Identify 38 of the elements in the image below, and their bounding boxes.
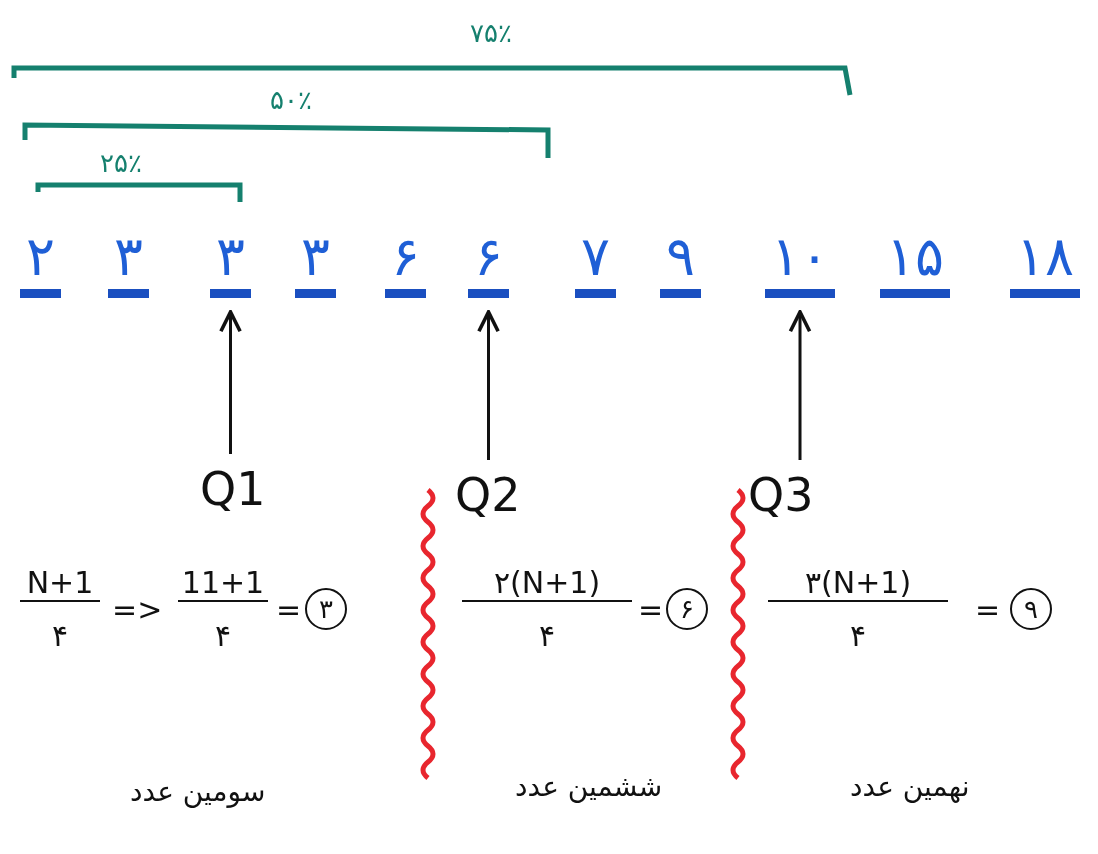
arrow <box>788 310 812 460</box>
data-value: ۶ <box>468 225 509 298</box>
equals-sign: = <box>638 592 664 627</box>
formula-numerator: ۳(N+1) <box>768 565 948 602</box>
equals-sign: = <box>975 592 1001 627</box>
formula-numerator: N+1 <box>20 565 100 602</box>
equals-sign: = <box>276 592 302 627</box>
percent-label: ۲۵٪ <box>100 148 143 178</box>
quartile-label: Q2 <box>455 468 521 522</box>
quartile-label: Q3 <box>748 468 814 522</box>
data-value: ۳ <box>295 225 336 298</box>
formula-denominator: ۴ <box>537 618 557 653</box>
formula-numerator: 11+1 <box>178 565 268 602</box>
percent-label: ۵۰٪ <box>270 85 313 115</box>
data-value: ۷ <box>575 225 616 298</box>
percent-label: ۷۵٪ <box>470 18 513 48</box>
formula-denominator: ۴ <box>50 618 70 653</box>
implies-sign: => <box>112 592 163 627</box>
note-text: ششمین عدد <box>515 770 663 803</box>
data-value: ۱۸ <box>1010 225 1080 298</box>
data-value: ۲ <box>20 225 61 298</box>
circled-number: ۳ <box>305 588 347 630</box>
circled-number: ۶ <box>666 588 708 630</box>
note-text: سومین عدد <box>130 775 266 808</box>
formula-denominator: ۴ <box>213 618 233 653</box>
data-value: ۶ <box>385 225 426 298</box>
circled-number: ۹ <box>1010 588 1052 630</box>
data-value: ۹ <box>660 225 701 298</box>
arrow <box>477 310 500 460</box>
data-value: ۳ <box>210 225 251 298</box>
data-value: ۱۵ <box>880 225 950 298</box>
arrow <box>219 310 242 454</box>
formula-denominator: ۴ <box>848 618 868 653</box>
formula-numerator: ۲(N+1) <box>462 565 632 602</box>
quartile-label: Q1 <box>200 462 266 516</box>
note-text: نهمین عدد <box>850 770 970 803</box>
data-value: ۳ <box>108 225 149 298</box>
data-value: ۱۰ <box>765 225 835 298</box>
